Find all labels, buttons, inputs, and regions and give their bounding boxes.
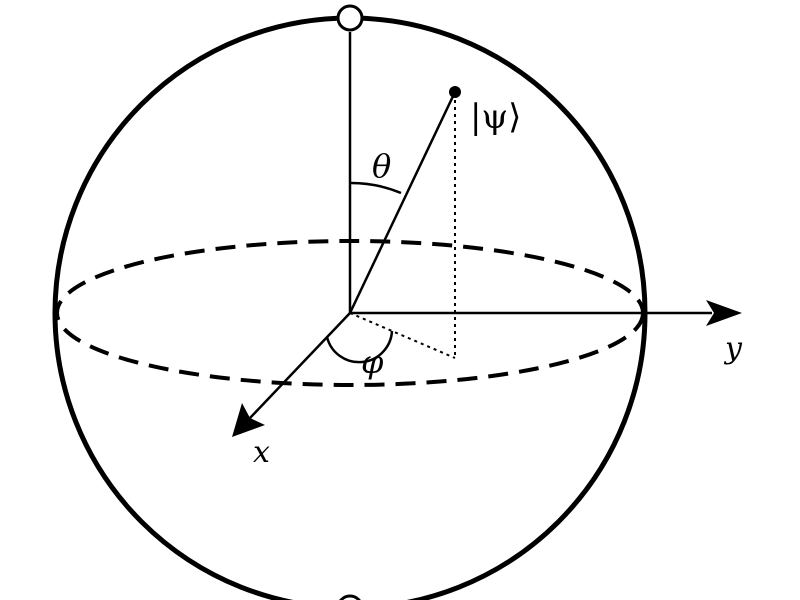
phi-arc (325, 330, 394, 364)
south-pole-marker (339, 594, 361, 600)
state-point (449, 86, 461, 98)
state-label: |ψ⟩ (470, 97, 521, 137)
phi-label: φ (361, 343, 384, 381)
y-axis-label: y (723, 331, 743, 366)
x-axis-line (249, 312, 351, 419)
x-axis-arrowhead (232, 403, 265, 437)
north-pole-marker (336, 4, 364, 32)
projection-horizontal (349, 312, 456, 359)
theta-arc (349, 181, 402, 195)
theta-label: θ (372, 147, 391, 185)
state-vector (348, 91, 457, 314)
y-axis-arrowhead (706, 300, 742, 326)
x-axis-label: x (253, 435, 270, 470)
